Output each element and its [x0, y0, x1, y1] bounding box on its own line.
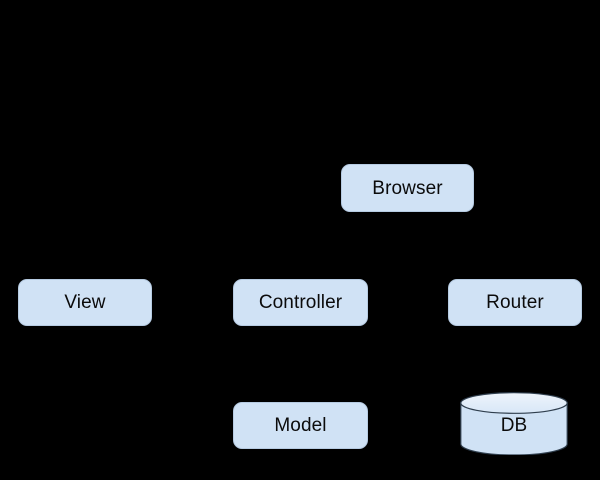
cylinder-shape — [460, 392, 568, 455]
node-browser-label: Browser — [372, 177, 443, 199]
node-router-label: Router — [486, 292, 544, 313]
node-view-label: View — [64, 292, 106, 313]
node-controller[interactable]: Controller — [233, 279, 368, 326]
node-model[interactable]: Model — [233, 402, 368, 449]
edge-browser-router — [474, 187, 516, 279]
node-db[interactable]: DB — [460, 392, 568, 455]
node-controller-label: Controller — [258, 292, 343, 313]
node-model-label: Model — [274, 415, 327, 436]
node-view[interactable]: View — [18, 279, 152, 326]
node-router[interactable]: Router — [448, 279, 582, 326]
node-browser[interactable]: Browser — [341, 164, 474, 212]
